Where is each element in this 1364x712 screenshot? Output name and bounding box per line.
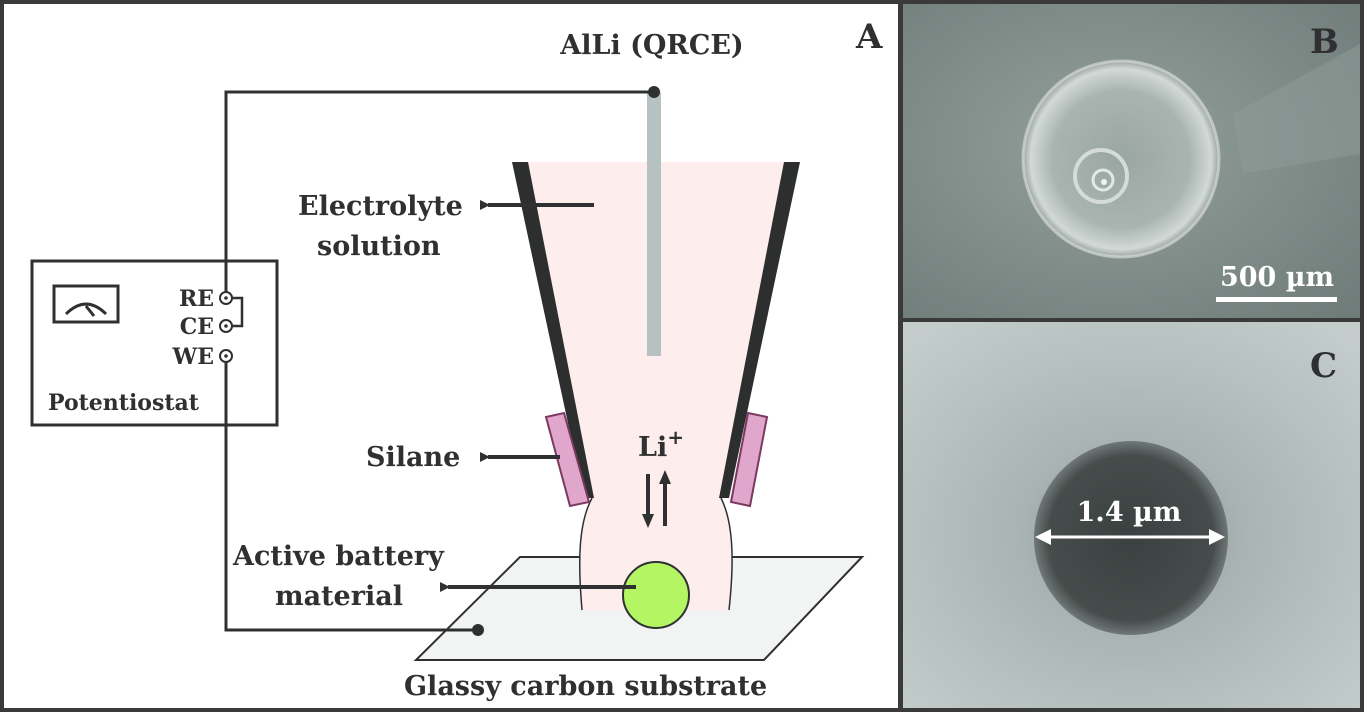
alli-electrode	[647, 92, 661, 356]
scale-bar-label: 500 µm	[1220, 262, 1334, 293]
panel-c-letter: C	[1310, 346, 1337, 386]
panel-b-sem-image: 500 µm B	[903, 4, 1360, 318]
substrate-label: Glassy carbon substrate	[404, 671, 767, 702]
wire-junction-substrate	[472, 624, 484, 636]
silane-coating-left	[544, 411, 591, 508]
terminal-ce-label: CE	[180, 314, 214, 340]
potentiostat-box	[30, 259, 279, 427]
wire-we-to-substrate	[224, 356, 478, 632]
terminal-re-label: RE	[179, 286, 214, 312]
panel-a-schematic: RE CE WE Potentiostat AlLi (QRCE) Electr…	[4, 4, 898, 708]
wire-re-ce-link	[232, 296, 244, 328]
wire-junction-top	[648, 86, 660, 98]
electrolyte-label-line1: Electrolyte	[298, 191, 463, 222]
active-material-particle	[622, 561, 690, 629]
scale-bar	[1216, 297, 1337, 302]
ion-charge: +	[667, 425, 684, 449]
panel-c-sem-image: 1.4 µm C	[903, 322, 1360, 708]
ion-label: Li+	[638, 425, 684, 463]
panel-b-letter: B	[1310, 22, 1339, 62]
terminal-we-label: WE	[172, 344, 214, 370]
pipette-wall-right	[719, 162, 800, 498]
ion-symbol: Li	[638, 432, 667, 463]
pipette-wall-left	[512, 162, 594, 498]
silane-label: Silane	[366, 442, 460, 473]
panel-a-letter: A	[855, 17, 883, 57]
meniscus-right-edge	[720, 497, 733, 611]
pipette-inner-ring	[1073, 148, 1129, 204]
meniscus-left-edge	[578, 497, 593, 611]
potentiostat-label: Potentiostat	[48, 390, 200, 416]
meniscus-droplet	[579, 498, 733, 610]
wire-re-to-electrode	[224, 90, 654, 298]
measure-label: 1.4 µm	[1077, 497, 1182, 528]
active-material-label-line1: Active battery	[232, 541, 445, 572]
electrolyte-label-line2: solution	[317, 231, 441, 262]
measure-arrow	[1035, 529, 1225, 545]
silane-coating-right	[729, 411, 769, 508]
alli-electrode-label: AlLi (QRCE)	[559, 30, 743, 61]
meter-icon	[52, 284, 120, 324]
active-material-label-line2: material	[275, 581, 403, 612]
ion-transport-arrows	[642, 470, 671, 528]
